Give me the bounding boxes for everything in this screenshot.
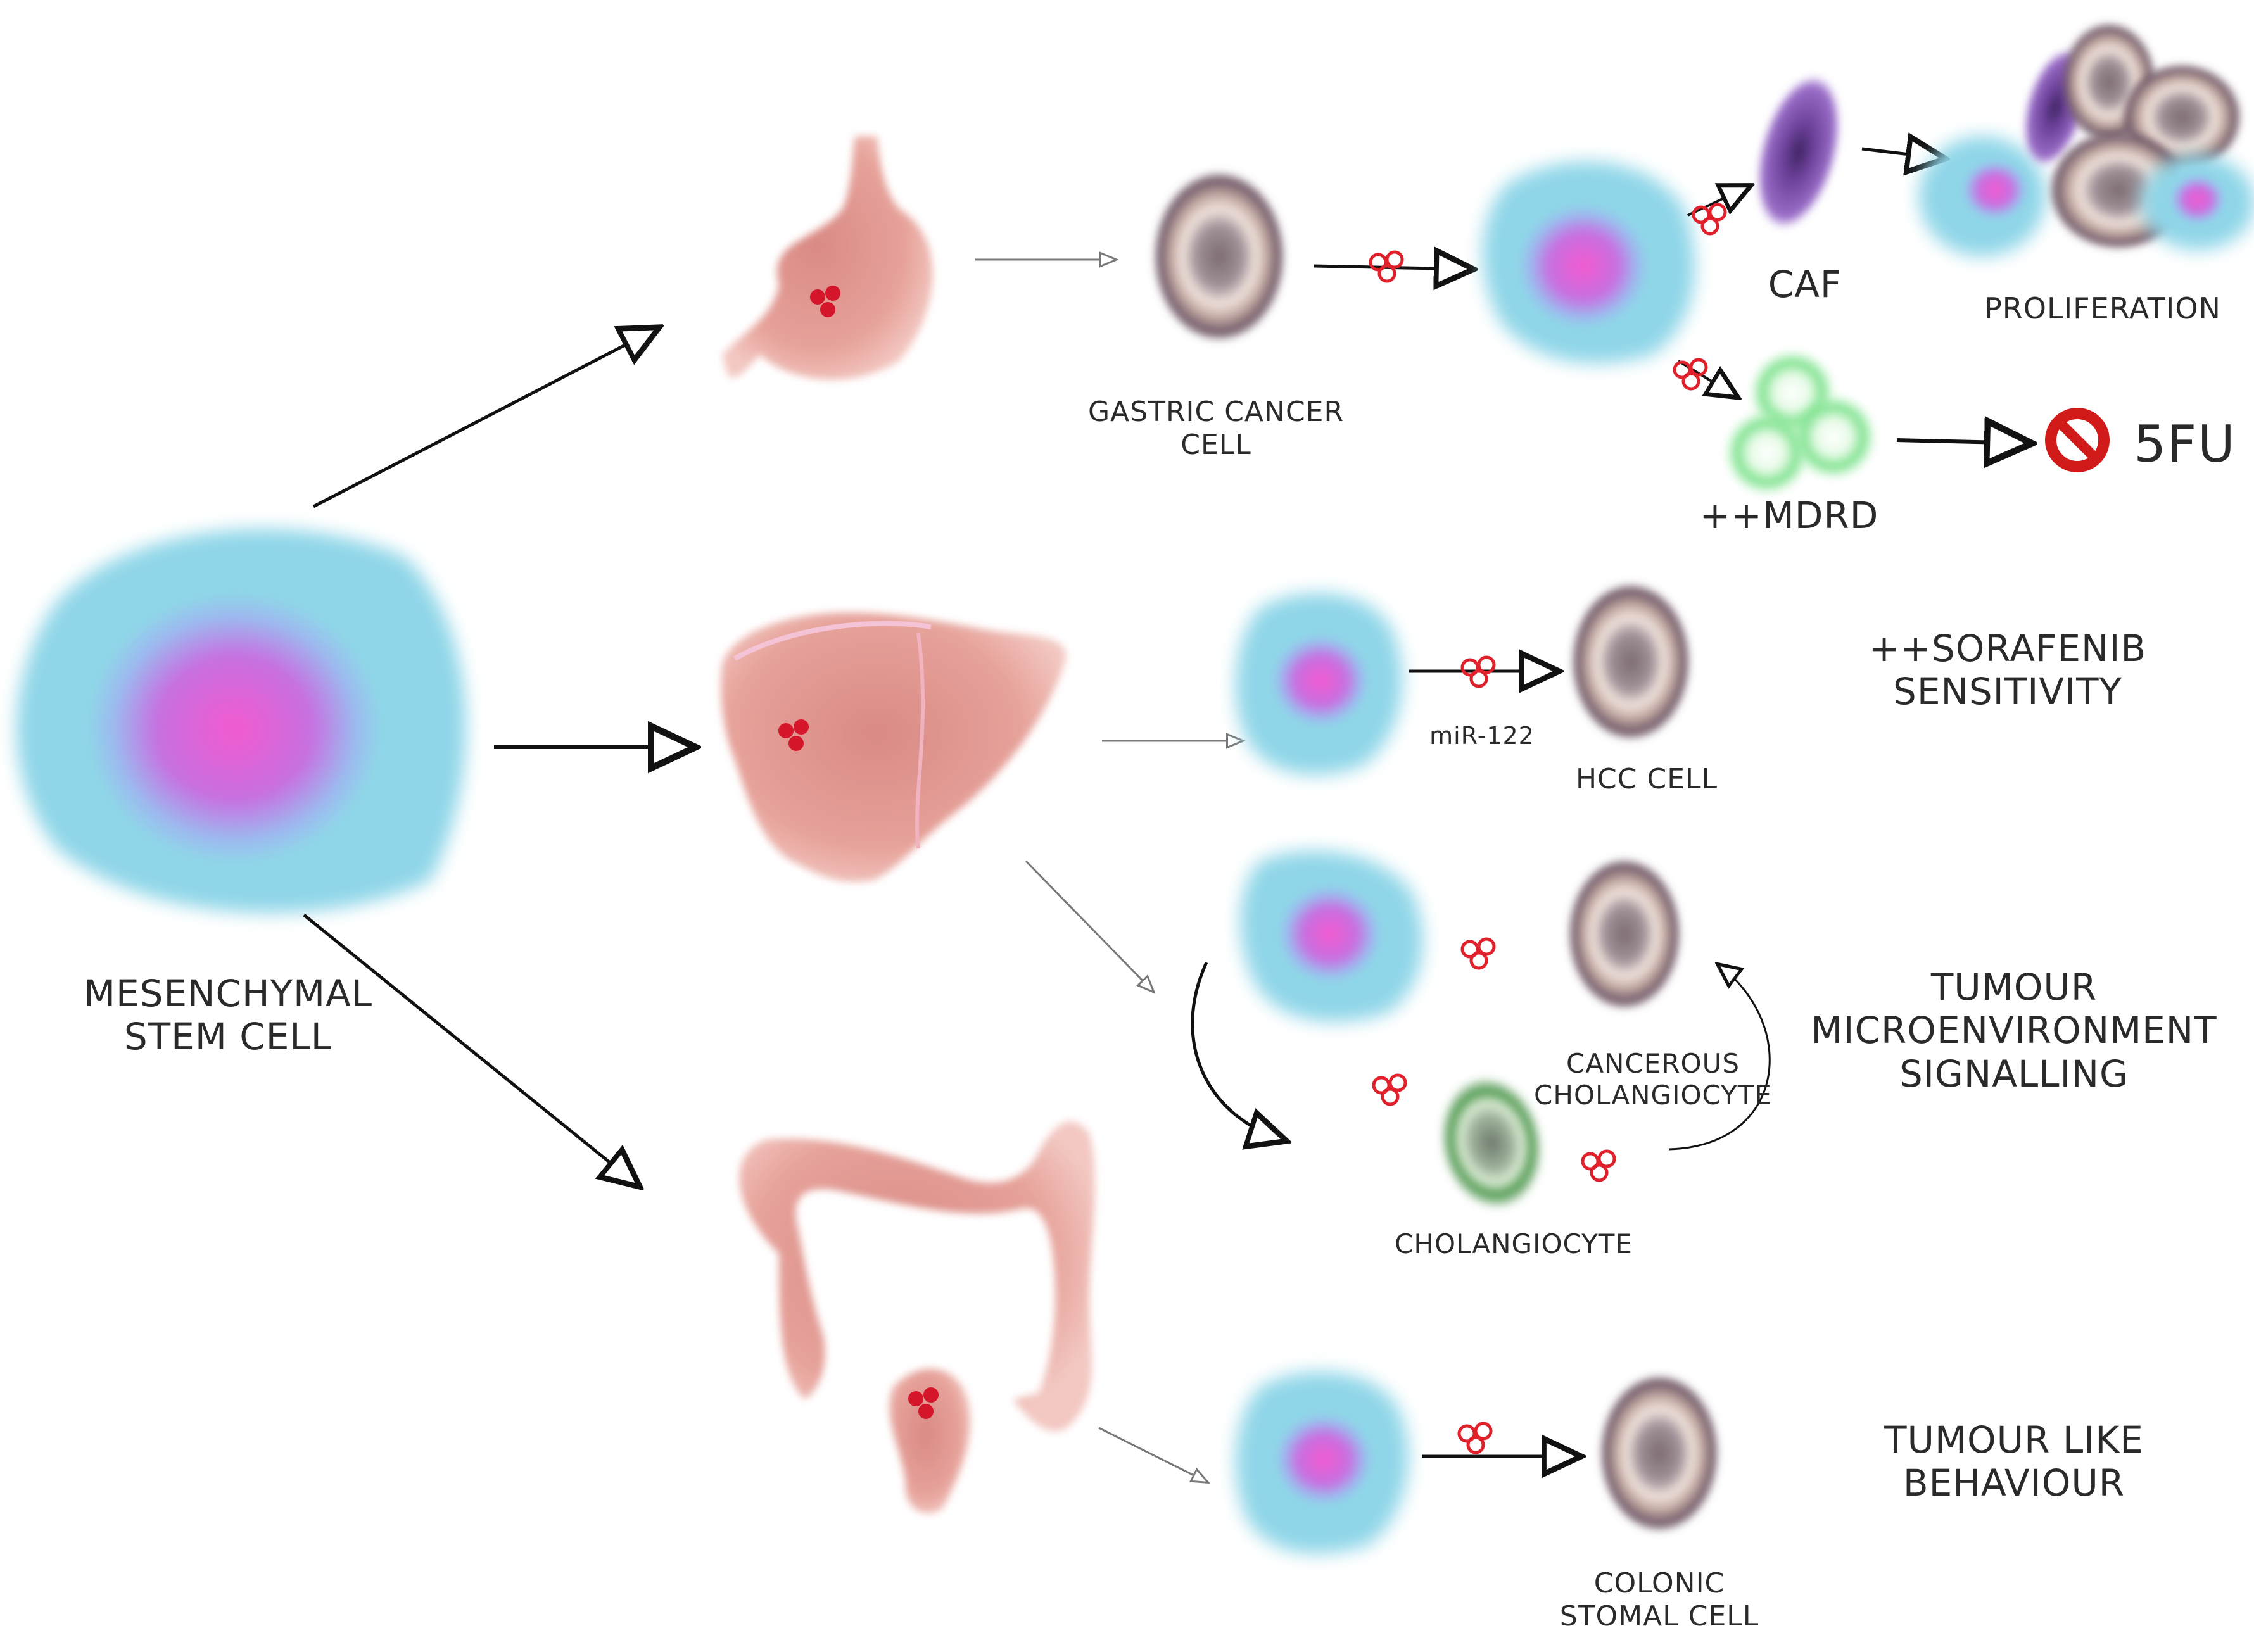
arrow-mdr-5fu (1896, 440, 2027, 443)
exosome-icon (1374, 1075, 1405, 1104)
exosome-icon (1462, 939, 1494, 968)
proliferation-label: PROLIFERATION (1984, 291, 2221, 325)
arrow-colon-msc (1098, 1427, 1206, 1482)
proliferation-cluster (1919, 22, 2254, 256)
cholangiocyte-label: CHOLANGIOCYTE (1395, 1228, 1633, 1259)
caf-label: CAF (1768, 263, 1842, 306)
prohibited-icon (2045, 408, 2110, 472)
hcc-cell-label: HCC CELL (1575, 763, 1718, 795)
cholangiocyte-cell (1440, 1076, 1543, 1209)
arrow-caf-proliferation (1861, 149, 1941, 158)
gastric-cancer-cell-label: GASTRIC CANCER CELL (1087, 396, 1345, 461)
msc-cell-tme (1240, 851, 1423, 1022)
msc-cell-colon (1236, 1371, 1409, 1554)
arrow-msc-stomach (312, 329, 655, 508)
msc-cell-gastric (1483, 161, 1695, 363)
msc-cell-liver (1236, 593, 1402, 775)
hcc-cell (1571, 583, 1691, 741)
colonic-stromal-cell (1599, 1374, 1719, 1532)
arrow-msc-colon (303, 914, 636, 1184)
liver-icon (721, 612, 1067, 882)
arrow-curve-msc-chol (1191, 961, 1282, 1140)
stomach-icon (722, 136, 933, 380)
colon-icon (739, 1121, 1095, 1513)
cancerous-cholangiocyte-cell (1567, 858, 1681, 1010)
gastric-cancer-cell (1153, 171, 1286, 342)
arrow-liver-tme (1025, 860, 1153, 991)
exosome-icon (1583, 1151, 1614, 1180)
arrow-curve-chol-cancerous (1668, 966, 1771, 1151)
cancerous-cholangiocyte-label: CANCEROUS CHOLANGIOCYTE (1534, 1048, 1772, 1111)
tumour-like-behaviour-label: TUMOUR LIKE BEHAVIOUR (1884, 1418, 2144, 1505)
sorafenib-label: ++SORAFENIB SENSITIVITY (1868, 627, 2147, 714)
mdrd-label: ++MDRD (1699, 494, 1879, 537)
colonic-stromal-cell-label: COLONIC STOMAL CELL (1559, 1567, 1759, 1632)
caf-cell (1756, 75, 1841, 229)
exosome-icon (1694, 205, 1725, 234)
msc-label: MESENCHYMAL STEM CELL (83, 972, 373, 1059)
exosome-icon (1459, 1423, 1491, 1453)
mir122-label: miR-122 (1429, 722, 1535, 750)
5fu-label: 5FU (2134, 415, 2236, 474)
mdr-cells (1724, 350, 1877, 496)
tumour-microenvironment-label: TUMOUR MICROENVIRONMENT SIGNALLING (1811, 966, 2217, 1095)
msc-cell (16, 529, 466, 913)
arrow-msc-caf (1687, 187, 1748, 217)
exosome-icon (1675, 360, 1706, 389)
